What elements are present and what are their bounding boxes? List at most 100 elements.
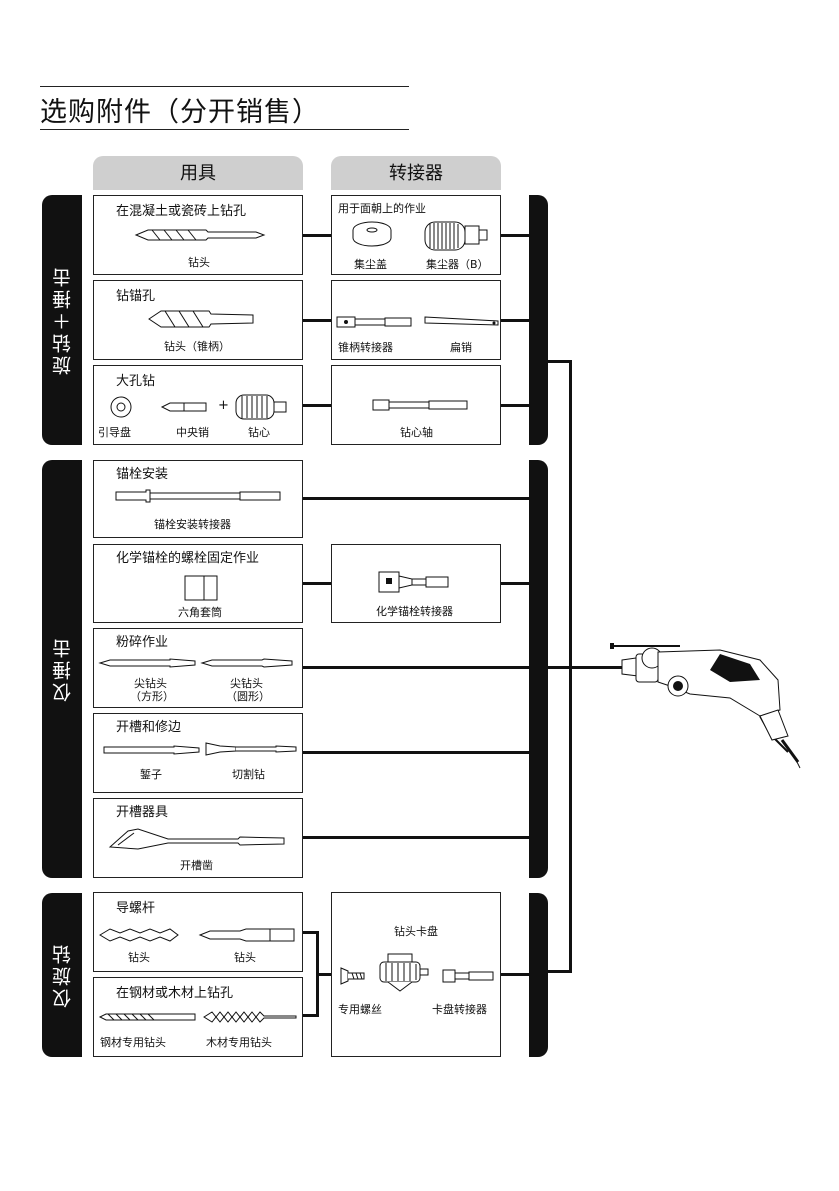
cap-chuck-adapter: 卡盘转接器 [432, 1001, 487, 1017]
cap-bit-2: 钻头 [234, 949, 256, 965]
screwdriver-bit-icon [100, 927, 180, 943]
rotary-hammer-icon [610, 640, 810, 770]
cap-core-bit: 钻心 [248, 424, 270, 440]
tool-label-chemical-anchor: 化学锚栓的螺栓固定作业 [116, 547, 259, 566]
cap-taper-bit: 钻头（锥柄） [164, 338, 230, 354]
tool-box-lead-screw: 导螺杆 钻头 钻头 [93, 892, 303, 972]
tool-label-demolition: 粉碎作业 [116, 631, 168, 650]
line-5b [501, 582, 530, 585]
tool-box-demolition: 粉碎作业 尖钻头 （方形） 尖钻头 （圆形） [93, 628, 303, 708]
adapter-box-core-shaft: 钻心轴 [331, 365, 501, 445]
tool-box-anchor-hole: 钻锚孔 钻头（锥柄） [93, 280, 303, 360]
tool-label-anchor-hole: 钻锚孔 [116, 285, 155, 304]
mode-rotary-only: 仅旋钻 [42, 893, 82, 1057]
cap-taper-adapter: 锥柄转接器 [338, 339, 393, 355]
adapter-box-taper: 锥柄转接器 扁销 [331, 280, 501, 360]
adapter-box-dust: 用于面朝上的作业 集尘盖 集尘器（B） [331, 195, 501, 275]
line-5a [303, 582, 332, 585]
tool-box-steel-wood: 在钢材或木材上钻孔 钢材专用钻头 木材专用钻头 [93, 977, 303, 1057]
tool-label-lead-screw: 导螺杆 [116, 897, 155, 916]
cap-cutting-bit: 切割钻 [232, 766, 265, 782]
line-chuck [501, 973, 530, 976]
right-bar-2 [529, 460, 548, 878]
line-2a [303, 319, 332, 322]
special-screw-icon [340, 967, 366, 985]
mode-hammer-only: 仅捶击 [42, 460, 82, 878]
cap-steel-bit: 钢材专用钻头 [100, 1034, 166, 1050]
adapter-label-dust: 用于面朝上的作业 [338, 200, 426, 216]
chisel-icon [104, 746, 200, 754]
cap-dust-collector: 集尘器（B） [426, 256, 489, 272]
tool-label-big-hole: 大孔钻 [116, 370, 155, 389]
taper-shank-bit-icon [149, 309, 254, 329]
dust-collector-icon [424, 218, 490, 252]
line-4 [303, 497, 530, 500]
cap-bit-1: 钻头 [128, 949, 150, 965]
tool-label-steel-wood: 在钢材或木材上钻孔 [116, 982, 233, 1001]
cap-gouge: 开槽凿 [180, 857, 213, 873]
line-3b [501, 404, 530, 407]
line-2b [501, 319, 530, 322]
cap-flat-pin: 扁销 [450, 339, 472, 355]
taper-adapter-icon [336, 316, 412, 328]
chuck-adapter-icon [442, 967, 494, 985]
title-rule-top [40, 86, 409, 87]
core-bit-icon [234, 394, 288, 420]
line-3a [303, 404, 332, 407]
steel-bit-icon [100, 1013, 196, 1021]
cap-chisel: 錾子 [140, 766, 162, 782]
tool-box-gouging: 开槽器具 开槽凿 [93, 798, 303, 878]
hex-socket-icon [184, 575, 218, 601]
tool-label-grooving: 开槽和修边 [116, 716, 181, 735]
trunk-top [548, 360, 572, 363]
bull-point-icon [100, 659, 196, 667]
dust-cap-icon [352, 220, 392, 248]
adapter-label-chuck: 钻头卡盘 [394, 923, 438, 939]
line-7 [303, 751, 530, 754]
anchor-adapter-icon [116, 489, 281, 503]
tool-label-anchor-install: 锚栓安装 [116, 463, 168, 482]
gouge-icon [108, 827, 288, 853]
wood-bit-icon [204, 1011, 298, 1023]
tool-box-anchor-install: 锚栓安装 锚栓安装转接器 [93, 460, 303, 538]
right-bar-1 [529, 195, 548, 445]
page-title: 选购附件（分开销售） [40, 90, 320, 129]
concrete-drill-bit-icon [136, 228, 266, 242]
line-1b [501, 234, 530, 237]
cap-pilot-disc: 引导盘 [98, 424, 131, 440]
hex-bit-icon [200, 928, 296, 942]
cap-dust-cap: 集尘盖 [354, 256, 387, 272]
mode-rotary-hammer: 旋钻＋捶击 [42, 195, 82, 445]
cap-drill-bit: 钻头 [188, 254, 210, 270]
cap-wood-bit: 木材专用钻头 [206, 1034, 272, 1050]
flat-pin-icon [424, 315, 500, 327]
cap-anchor-adapter: 锚栓安装转接器 [154, 516, 231, 532]
adapter-box-chuck: 钻头卡盘 专用螺丝 卡盘转接器 [331, 892, 501, 1057]
adapter-box-chemical: 化学锚栓转接器 [331, 544, 501, 623]
cap-hex-socket: 六角套筒 [178, 604, 222, 620]
tools-header: 用具 [93, 156, 303, 190]
trunk-bottom [548, 970, 572, 973]
core-shaft-icon [372, 399, 468, 411]
drill-chuck-icon [374, 953, 430, 993]
tool-label-concrete: 在混凝土或瓷砖上钻孔 [116, 200, 246, 219]
chemical-anchor-adapter-icon [378, 569, 450, 595]
line-1a [303, 234, 332, 237]
center-pin-icon [162, 402, 208, 412]
cap-core-shaft: 钻心轴 [400, 424, 433, 440]
cutting-bit-icon [206, 742, 298, 756]
right-bar-3 [529, 893, 548, 1057]
adapters-header: 转接器 [331, 156, 501, 190]
cap-center-pin: 中央销 [176, 424, 209, 440]
tool-box-chemical-anchor: 化学锚栓的螺栓固定作业 六角套筒 [93, 544, 303, 623]
tool-label-gouging: 开槽器具 [116, 801, 168, 820]
pilot-disc-icon [110, 396, 132, 418]
tool-box-concrete: 在混凝土或瓷砖上钻孔 钻头 [93, 195, 303, 275]
bull-point-round-icon [202, 659, 294, 667]
title-rule-bottom [40, 129, 409, 130]
tool-box-big-hole: 大孔钻 + 引导盘 中央销 钻心 [93, 365, 303, 445]
line-join-out [316, 973, 332, 976]
line-6 [303, 666, 530, 669]
cap-chemical-adapter: 化学锚栓转接器 [376, 603, 453, 619]
cap-point-square-sub: （方形） [130, 688, 174, 704]
